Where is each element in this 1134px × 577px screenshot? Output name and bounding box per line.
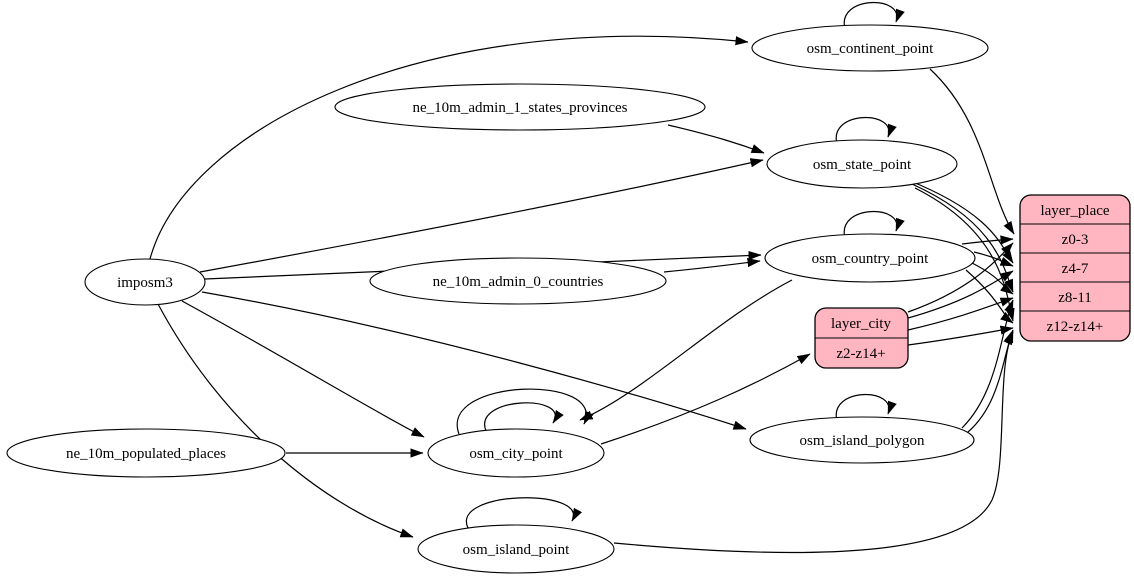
edge-osm_island_point--layer_place-z12-z14: [613, 331, 1014, 554]
edge-layer_city--layer_place-z0-3: [907, 242, 1014, 313]
node-osm_island_polygon-label: osm_island_polygon: [799, 433, 925, 449]
selfloop-osm_state_point: [835, 117, 897, 145]
record-layer_place-box: [1019, 194, 1131, 342]
node-imposm3: imposm3: [84, 258, 206, 306]
selfloop-osm_continent_point: [843, 2, 905, 30]
node-ne_10m_populated_places: ne_10m_populated_places: [6, 428, 286, 478]
node-ne_10m_admin_1_states_provinces: ne_10m_admin_1_states_provinces: [334, 83, 706, 131]
edge-osm_state_point--layer_place-z8-11: [911, 183, 1014, 293]
record-layer_city-title: layer_city: [831, 316, 891, 332]
edge-layer: [149, 2, 1015, 554]
edge-imposm3--osm_island_polygon: [201, 291, 747, 430]
selfloop-osm_island_point: [465, 497, 583, 529]
node-osm_state_point: osm_state_point: [766, 139, 958, 189]
node-osm_country_point: osm_country_point: [764, 233, 976, 283]
node-osm_island_point-label: osm_island_point: [463, 542, 571, 558]
edge-osm_country_point--osm_city_point: [579, 279, 793, 421]
selfloop-osm_island_polygon: [835, 394, 897, 422]
node-osm_country_point-label: osm_country_point: [812, 251, 929, 267]
node-osm_city_point-shape: [427, 428, 605, 478]
edge-osm_island_polygon--layer_place-z8-11: [961, 299, 1014, 429]
node-osm_state_point-shape: [766, 139, 958, 189]
edge-osm_continent_point--layer_place-z0-3: [929, 68, 1015, 235]
node-osm_continent_point-shape: [751, 24, 989, 72]
edge-layer_city--layer_place-z4-7: [907, 270, 1014, 319]
record-layer_place-title: layer_place: [1040, 203, 1109, 219]
edge-osm_country_point--layer_place-z8-11: [971, 262, 1014, 295]
node-ne_10m_admin_0_countries-shape: [369, 257, 667, 305]
edge-osm_country_point--layer_place-z4-7: [973, 251, 1014, 267]
node-ne_10m_populated_places-label: ne_10m_populated_places: [66, 446, 226, 462]
selfloop-osm_city_point-outer: [456, 388, 594, 435]
node-ne_10m_populated_places-shape: [6, 428, 286, 478]
node-ne_10m_admin_1_states_provinces-label: ne_10m_admin_1_states_provinces: [413, 100, 628, 116]
node-ne_10m_admin_0_countries-label: ne_10m_admin_0_countries: [433, 274, 604, 290]
edge-imposm3--osm_island_point: [157, 303, 414, 538]
node-osm_city_point: osm_city_point: [427, 428, 605, 478]
node-ne_10m_admin_0_countries: ne_10m_admin_0_countries: [369, 257, 667, 305]
node-imposm3-label: imposm3: [117, 275, 173, 291]
node-osm_state_point-label: osm_state_point: [813, 157, 912, 173]
edge-osm_state_point--layer_place-z4-7: [907, 179, 1014, 264]
selfloop-osm_country_point: [843, 211, 905, 239]
record-layer_city-row-z2-z14: z2-z14+: [836, 346, 885, 362]
record-layer_place-row-z4-7: z4-7: [1062, 261, 1089, 277]
node-osm_island_polygon-shape: [749, 416, 975, 464]
record-layer_place: layer_place z0-3 z4-7 z8-11 z12-z14+: [1019, 194, 1131, 342]
node-osm_continent_point: osm_continent_point: [751, 24, 989, 72]
edge-imposm3--osm_city_point: [181, 300, 425, 438]
edge-ne_10m_admin_0_countries--osm_country_point: [663, 257, 761, 273]
record-layer_place-row-z8-11: z8-11: [1058, 290, 1092, 306]
node-osm_city_point-label: osm_city_point: [469, 446, 563, 462]
selfloop-osm_city_point-inner: [484, 402, 564, 432]
node-osm_continent_point-label: osm_continent_point: [807, 41, 934, 57]
node-ne_10m_admin_1_states_provinces-shape: [334, 83, 706, 131]
edge-osm_country_point--layer_place-z12-z14: [965, 269, 1014, 324]
edge-imposm3--osm_state_point: [199, 158, 764, 273]
node-osm_island_point-shape: [417, 524, 615, 574]
edge-osm_city_point--layer_city: [600, 353, 811, 445]
edge-imposm3--osm_continent_point: [149, 35, 749, 260]
edge-layer_city--layer_place-z12-z14: [907, 325, 1014, 346]
record-layer_place-row-z0-3: z0-3: [1062, 232, 1089, 248]
record-layer_city: layer_city z2-z14+: [814, 307, 909, 369]
node-osm_island_point: osm_island_point: [417, 524, 615, 574]
node-layer: osm_continent_point ne_10m_admin_1_state…: [6, 24, 989, 574]
edge-ne_10m_admin_1_states_provinces--osm_state_point: [667, 124, 765, 154]
edge-osm_country_point--layer_place-z0-3: [961, 235, 1014, 245]
node-osm_country_point-shape: [764, 233, 976, 283]
record-layer_place-row-z12-z14: z12-z14+: [1047, 319, 1104, 335]
node-imposm3-shape: [84, 258, 206, 306]
node-osm_island_polygon: osm_island_polygon: [749, 416, 975, 464]
